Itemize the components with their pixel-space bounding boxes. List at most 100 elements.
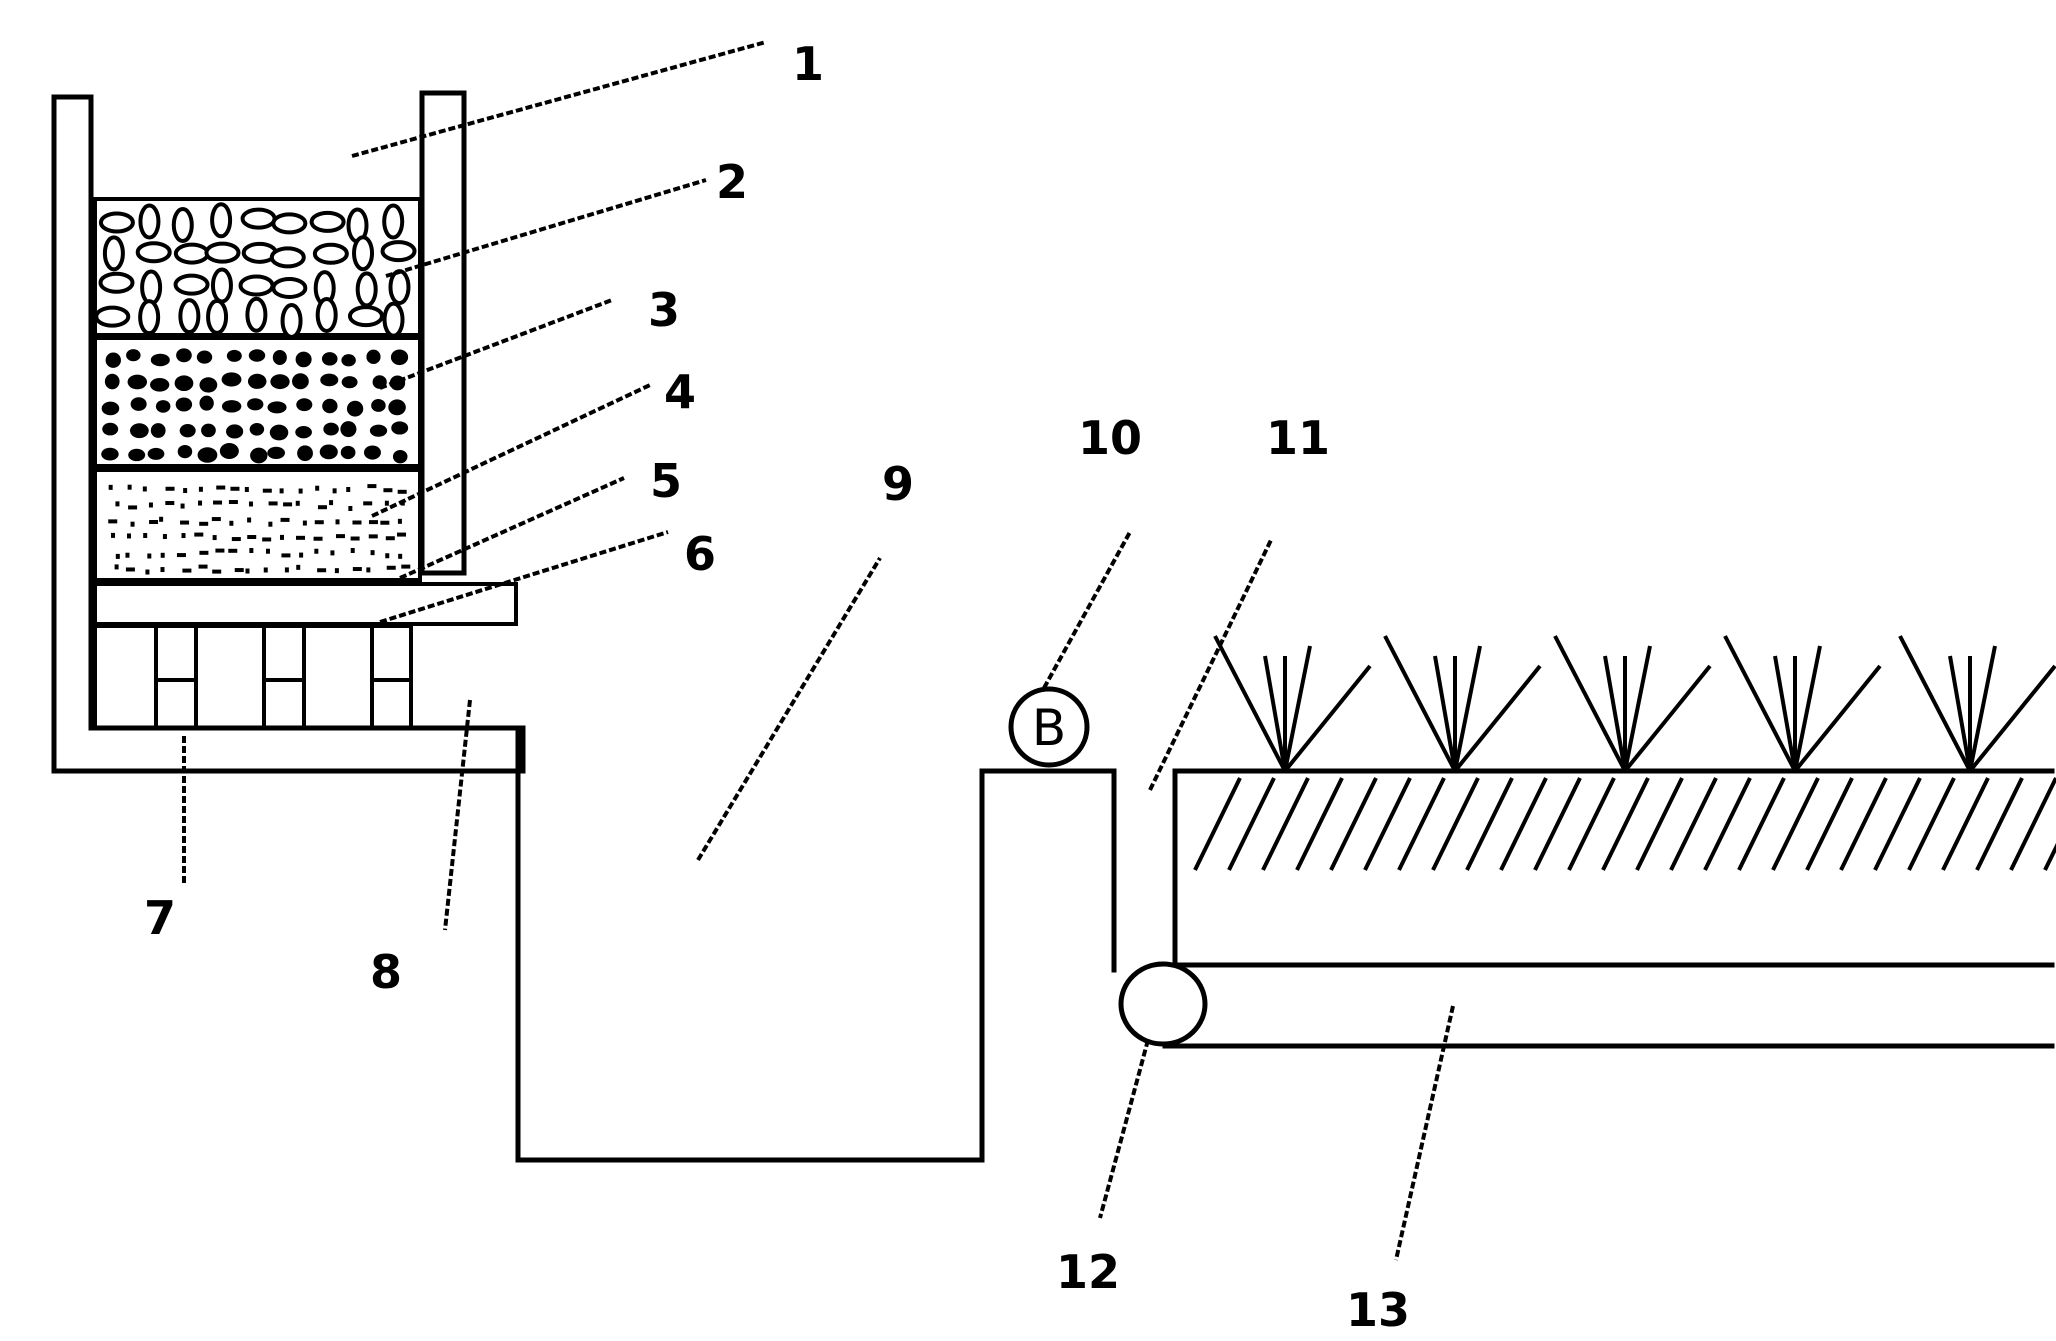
- fine-gravel-stone: [176, 348, 192, 363]
- number-labels: 1 2 3 4 5 6 7 8 9 10 11 12 13: [144, 37, 1410, 1337]
- sand-grain: [128, 505, 138, 510]
- soil-hatch-line: [1975, 777, 2024, 871]
- sand-grain: [180, 520, 190, 525]
- sand-grain: [263, 567, 268, 573]
- sand-grain: [198, 564, 208, 569]
- sand-grain: [231, 537, 241, 542]
- coarse-gravel-stone: [210, 202, 233, 239]
- sand-grain: [296, 564, 301, 570]
- sand-grain: [244, 486, 249, 492]
- sand-grain: [380, 520, 390, 525]
- plant-leaf: [1723, 635, 1797, 772]
- fine-gravel-stone: [390, 349, 409, 366]
- plant-leaf: [1213, 635, 1287, 772]
- sand-grain: [148, 502, 153, 508]
- sand-grain: [384, 500, 389, 506]
- soil-hatch-line: [1771, 777, 1820, 871]
- sand-grain: [216, 485, 226, 490]
- soil-hatch-line: [1941, 777, 1990, 871]
- fine-gravel-stone: [105, 352, 121, 368]
- coarse-gravel-stone: [309, 210, 346, 233]
- sand-grain: [335, 519, 340, 525]
- sand-grain: [142, 486, 147, 492]
- sand-grain: [234, 568, 244, 573]
- coarse-gravel-stone: [173, 273, 210, 296]
- coarse-gravel-stone: [382, 301, 405, 338]
- sand-grain: [401, 564, 411, 569]
- coarse-gravel-stone: [138, 203, 161, 240]
- label-9: 9: [882, 457, 914, 511]
- sand-grain: [127, 533, 132, 539]
- fine-gravel-stone: [196, 350, 213, 364]
- outlet-channel: [515, 725, 1117, 1163]
- sand-grain: [317, 505, 327, 510]
- coarse-gravel-stone: [347, 305, 384, 328]
- soil-hatch-line: [1227, 777, 1276, 871]
- fine-gravel-stone: [295, 351, 312, 368]
- fine-gravel-stone: [174, 375, 194, 392]
- sand-grain: [265, 548, 270, 554]
- sand-grain: [314, 520, 324, 525]
- sand-grain: [268, 501, 278, 506]
- sand-grain: [385, 536, 395, 541]
- sand-grain: [279, 534, 284, 540]
- sand-grain: [386, 565, 396, 570]
- sand-grain: [108, 519, 118, 524]
- fine-gravel-stone: [199, 377, 218, 393]
- sand-grain: [147, 553, 152, 559]
- sand-grain: [329, 500, 334, 506]
- sand-grain: [383, 488, 393, 493]
- fine-gravel-stone: [346, 400, 364, 417]
- filter-tank: [51, 90, 526, 774]
- fine-gravel-stone: [319, 444, 338, 460]
- sand-grain: [352, 567, 362, 572]
- sand-grain: [181, 533, 186, 539]
- sand-grain: [366, 567, 371, 573]
- sand-grain: [230, 486, 240, 491]
- sand-grain: [283, 502, 293, 507]
- fine-gravel-stone: [179, 423, 196, 438]
- soil-hatch-line: [1669, 777, 1718, 871]
- fine-gravel-stone: [321, 352, 338, 366]
- fine-gravel-stone: [322, 398, 338, 414]
- fine-gravel-stone: [392, 449, 408, 464]
- label-10: 10: [1078, 411, 1142, 465]
- fine-gravel-stone: [388, 399, 406, 416]
- fine-gravel-stone: [366, 349, 381, 365]
- coarse-gravel-stone: [280, 302, 303, 339]
- fine-gravel-stone: [248, 349, 266, 362]
- sand-grain: [125, 552, 130, 558]
- plant-leaf: [1968, 645, 1997, 772]
- sand-grain: [228, 500, 238, 505]
- sand-grain: [213, 500, 223, 505]
- fine-gravel-layer: [93, 336, 422, 468]
- label-2: 2: [716, 155, 748, 209]
- coarse-gravel-stone: [352, 235, 375, 272]
- fine-gravel-stone: [371, 399, 386, 412]
- fine-gravel-stone: [247, 373, 267, 389]
- fine-gravel-stone: [363, 445, 381, 460]
- sand-grain: [199, 521, 209, 526]
- fine-gravel-stone: [221, 400, 242, 413]
- plant-leaf: [1898, 635, 1972, 772]
- fine-gravel-stone: [128, 448, 146, 462]
- fine-gravel-stone: [197, 447, 218, 463]
- coarse-gravel-stone: [240, 207, 277, 230]
- sand-grain: [145, 569, 150, 575]
- coarse-gravel-stone: [245, 296, 268, 333]
- plant-leaf: [1553, 635, 1627, 772]
- sand-grain: [370, 550, 375, 556]
- field: [1172, 635, 2056, 968]
- sand-grain: [108, 484, 113, 490]
- sand-grain: [160, 567, 165, 573]
- coarse-gravel-stone: [173, 242, 210, 265]
- sand-grain: [162, 534, 167, 540]
- sand-grain: [115, 501, 120, 507]
- sand-grain: [268, 521, 273, 527]
- plant-leaf: [1603, 655, 1627, 772]
- fine-gravel-stone: [130, 397, 147, 411]
- sand-grain: [180, 503, 185, 509]
- sand-grain: [165, 486, 175, 491]
- sand-grain: [211, 517, 221, 522]
